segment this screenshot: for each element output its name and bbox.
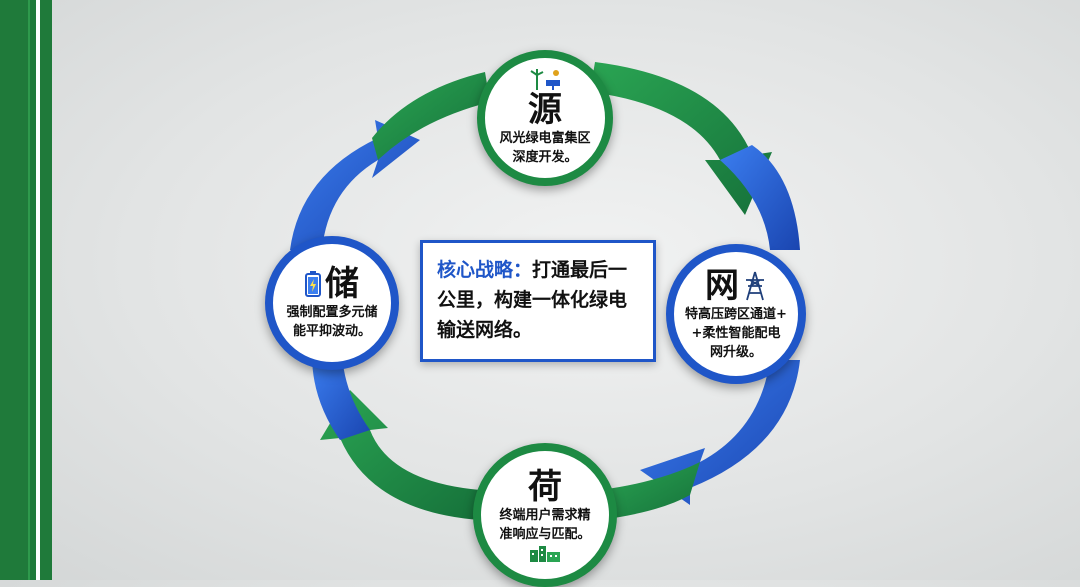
arrow-top-left: [372, 72, 490, 160]
node-load-title: 荷: [528, 467, 562, 507]
node-source-desc-1: 风光绿电富集区: [499, 131, 591, 146]
core-strategy-line-1: 核心战略：打通最后一: [437, 255, 639, 285]
core-strategy-text-2: 公里，构建一体化绿电: [437, 289, 628, 311]
node-storage-title: 储: [325, 264, 359, 304]
node-storage-desc-1: 强制配置多元储: [286, 305, 378, 320]
node-grid-desc-3: 网升级。: [709, 344, 762, 360]
arrow-left-upper: [290, 120, 420, 250]
factory-icon: [530, 546, 560, 562]
node-load: 荷 终端用户需求精 准响应与匹配。: [473, 443, 617, 587]
node-grid-header: 网: [705, 267, 767, 305]
node-source: 源 风光绿电富集区 深度开发。: [477, 50, 613, 186]
core-strategy-text-1: 打通最后一: [532, 259, 628, 281]
power-tower-icon: [746, 271, 764, 300]
node-load-desc-2: 准响应与匹配。: [499, 527, 591, 542]
node-grid: 网 特高压跨区通道+ +柔性智能配电 网升级。: [666, 244, 806, 384]
core-strategy-box: 核心战略：打通最后一 公里，构建一体化绿电 输送网络。: [420, 240, 656, 362]
arrow-bottom-right: [600, 462, 700, 520]
arrow-right-lower: [640, 360, 800, 505]
core-strategy-text-3: 输送网络。: [437, 319, 533, 341]
core-strategy-label: 核心战略：: [437, 259, 533, 281]
arrow-right-upper: [720, 145, 800, 250]
node-source-desc-2: 深度开发。: [512, 150, 578, 165]
left-stripe-highlight: [36, 0, 40, 580]
left-stripe: [0, 0, 52, 580]
node-storage-header: 储: [305, 265, 359, 303]
wind-solar-icon: [530, 69, 560, 90]
left-stripe-edge: [28, 0, 30, 580]
node-grid-title: 网: [705, 265, 739, 306]
battery-icon: [305, 271, 321, 297]
node-load-desc-1: 终端用户需求精: [499, 508, 591, 523]
node-grid-desc-1: 特高压跨区通道+: [685, 306, 787, 322]
node-storage: 储 强制配置多元储 能平抑波动。: [265, 236, 399, 370]
node-storage-desc-2: 能平抑波动。: [292, 324, 371, 339]
arrow-top-right: [590, 62, 772, 215]
arrow-left-lower: [312, 355, 370, 440]
node-source-title: 源: [528, 90, 562, 130]
node-grid-desc-2: +柔性智能配电: [691, 325, 781, 341]
